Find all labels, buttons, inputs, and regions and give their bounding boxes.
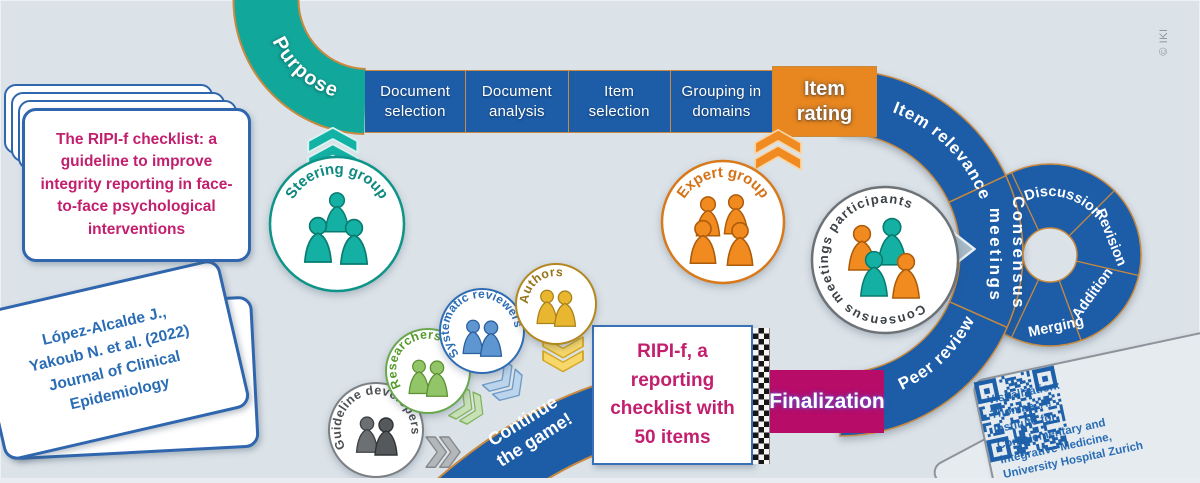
frame-bottom-strip xyxy=(0,478,1200,483)
segment-item-selection: Item selection xyxy=(567,71,670,132)
participants-badge: Consensus meetings participants xyxy=(810,185,960,335)
continue-label: Continue the game! xyxy=(484,392,575,471)
segment-document-analysis: Document analysis xyxy=(465,71,568,132)
segment-grouping-domains: Grouping in domains xyxy=(669,71,772,132)
qr-code xyxy=(973,365,1069,463)
donut-dividers xyxy=(1010,172,1139,341)
title-card: The RIPI-f checklist: a guideline to imp… xyxy=(22,108,251,262)
result-card: RIPI-f, a reporting checklist with 50 it… xyxy=(592,325,753,465)
segment-finalization: Finalization xyxy=(769,370,885,433)
segment-document-selection: Document selection xyxy=(365,71,466,132)
segment-item-rating: Item rating xyxy=(772,66,877,137)
title-text: The RIPI-f checklist: a guideline to imp… xyxy=(40,130,233,238)
chevron-right-darkgray-icon xyxy=(425,436,461,468)
chevron-up-orange-icon xyxy=(753,128,803,172)
authors-badge: Authors xyxy=(515,263,597,345)
path-segments: Document selection Document analysis Ite… xyxy=(365,70,772,133)
systematic-reviewers-badge: Systematic reviewers xyxy=(438,287,526,374)
expert-group-badge: Expert group xyxy=(660,159,786,285)
steering-group-badge: Steering group xyxy=(268,155,406,293)
ring-dividers xyxy=(948,175,1008,329)
ring-body xyxy=(839,69,1024,437)
ring-label-consensus: Consensus xyxy=(1009,196,1028,310)
credit-card: Visualization: Thomae, A. Institute for … xyxy=(971,326,1200,483)
ring-label-meetings: meetings xyxy=(986,208,1005,303)
finish-line-checker xyxy=(753,328,770,464)
